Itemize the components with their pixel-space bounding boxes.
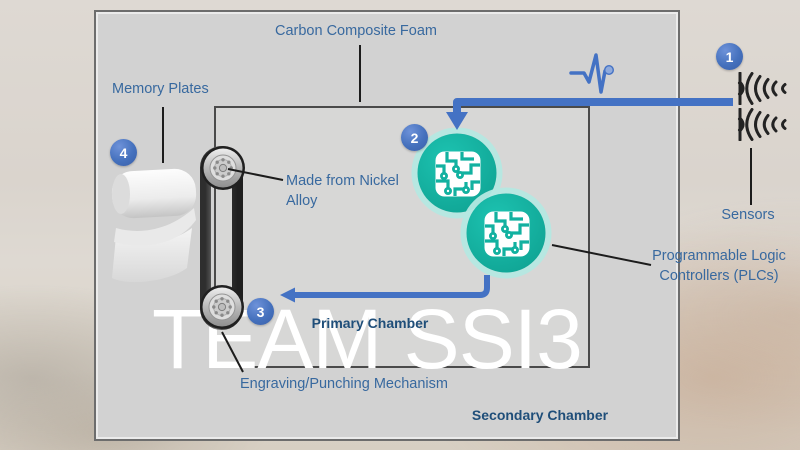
label-carbon-composite-foam: Carbon Composite Foam <box>275 23 437 39</box>
sound-wave-icon <box>738 72 787 105</box>
step-badge-2: 2 <box>401 124 428 151</box>
label-sensors: Sensors <box>721 207 775 223</box>
step-badge-3: 3 <box>247 298 274 325</box>
label-memory-plates: Memory Plates <box>112 81 209 97</box>
step-badge-1: 1 <box>716 43 743 70</box>
step-badge-4: 4 <box>110 139 137 166</box>
label-secondary-chamber: Secondary Chamber <box>471 407 609 423</box>
team-watermark: TEAM SSI3 <box>152 292 583 386</box>
sound-wave-icon <box>738 108 787 141</box>
label-engraving-mechanism: Engraving/Punching Mechanism <box>240 376 448 392</box>
label-primary-chamber: Primary Chamber <box>311 315 429 331</box>
label-nickel-alloy: Made from Nickel Alloy <box>286 173 399 209</box>
label-plcs: Programmable Logic Controllers (PLCs) <box>652 248 786 284</box>
